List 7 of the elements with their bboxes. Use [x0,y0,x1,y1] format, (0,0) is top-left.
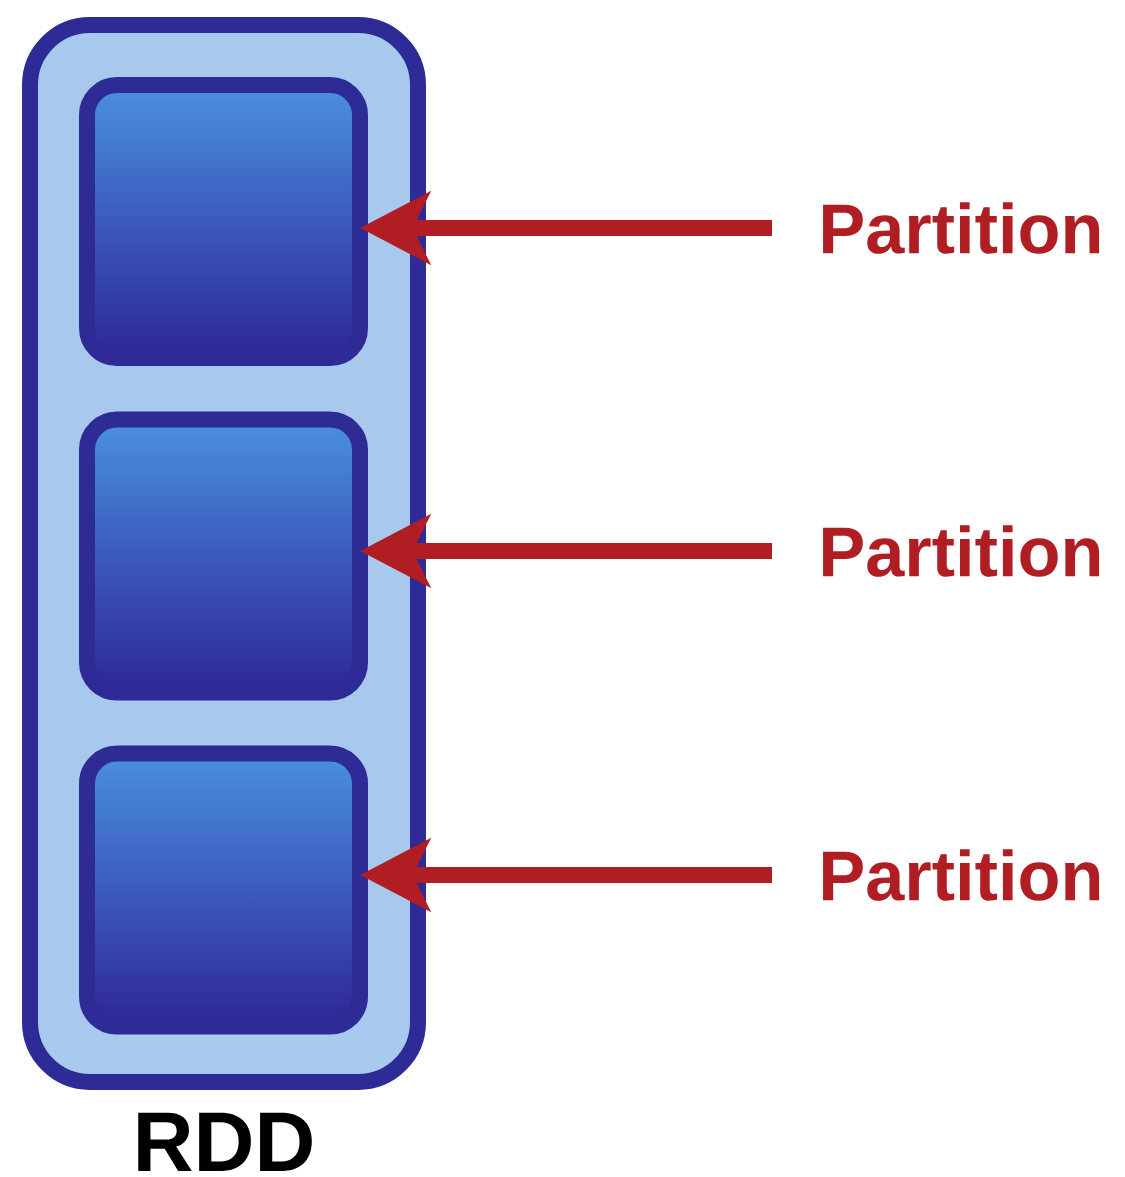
partition-label: Partition [823,202,1100,254]
node-label: RDD [138,1112,312,1171]
partition-label: Partition [823,849,1100,901]
partition-box [79,77,368,366]
partition-box [79,745,368,1035]
partition-label: Partition [823,525,1100,577]
partition-box [79,411,368,701]
